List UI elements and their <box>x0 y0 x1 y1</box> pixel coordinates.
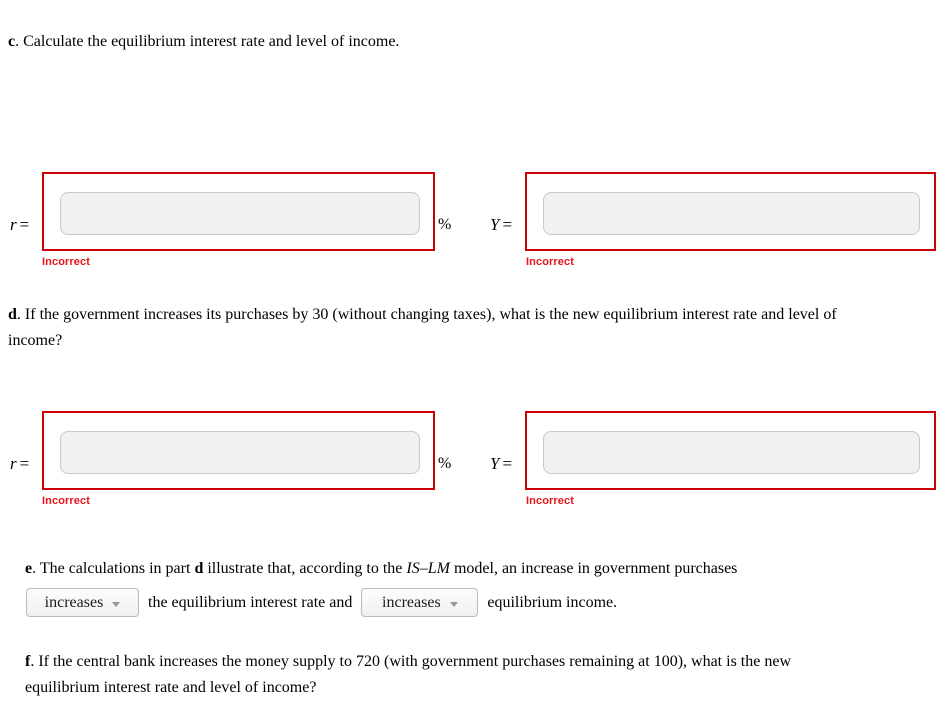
question-d-line2: income? <box>8 332 63 349</box>
question-e-islm: IS–LM <box>406 560 450 577</box>
validation-box-c-y <box>525 172 936 251</box>
validation-box-c-r <box>42 172 435 251</box>
chevron-down-icon <box>112 601 121 607</box>
answer-input-c-y[interactable] <box>543 192 920 235</box>
chevron-down-icon <box>449 601 458 607</box>
question-c-bullet: c <box>8 33 16 50</box>
question-e-text-5: equilibrium income. <box>487 593 618 611</box>
question-d: d. If the government increases its purch… <box>8 302 837 354</box>
question-f-bullet: f <box>25 653 31 670</box>
answer-input-c-r[interactable] <box>60 192 420 235</box>
dropdown-income-effect[interactable]: increases <box>361 588 479 617</box>
dropdown-income-effect-value: increases <box>382 593 441 611</box>
question-e-text-4: the equilibrium interest rate and <box>148 593 353 611</box>
question-e-text-2: illustrate that, according to the <box>203 560 407 577</box>
dropdown-interest-rate-effect-value: increases <box>44 593 104 611</box>
percent-sign: % <box>438 455 452 472</box>
question-f: f. If the central bank increases the mon… <box>25 649 791 701</box>
question-e-answer-line: increases the equilibrium interest rate … <box>26 588 617 617</box>
dropdown-interest-rate-effect[interactable]: increases <box>26 588 139 617</box>
percent-sign: % <box>438 216 452 233</box>
incorrect-label-d-y: Incorrect <box>526 495 574 507</box>
question-e-bold-d: d <box>194 560 204 577</box>
question-f-line1: . If the central bank increases the mone… <box>30 653 791 670</box>
question-d-bullet: d <box>8 306 17 323</box>
y-label: Y= <box>490 454 513 473</box>
question-e-bullet: e <box>25 560 33 577</box>
r-label: r= <box>10 454 30 473</box>
question-f-line2: equilibrium interest rate and level of i… <box>25 679 317 696</box>
question-c: c. Calculate the equilibrium interest ra… <box>8 29 399 55</box>
incorrect-label-c-r: Incorrect <box>42 256 90 268</box>
question-e: e. The calculations in part d illustrate… <box>25 556 737 582</box>
y-label: Y= <box>490 215 513 234</box>
r-label: r= <box>10 215 30 234</box>
incorrect-label-d-r: Incorrect <box>42 495 90 507</box>
question-d-line1: . If the government increases its purcha… <box>16 306 837 323</box>
validation-box-d-y <box>525 411 936 490</box>
validation-box-d-r <box>42 411 435 490</box>
question-c-text: . Calculate the equilibrium interest rat… <box>15 33 400 50</box>
incorrect-label-c-y: Incorrect <box>526 256 574 268</box>
answer-input-d-r[interactable] <box>60 431 420 474</box>
answer-input-d-y[interactable] <box>543 431 920 474</box>
question-e-text-3: model, an increase in government purchas… <box>449 560 738 577</box>
question-e-text-1: . The calculations in part <box>32 560 195 577</box>
